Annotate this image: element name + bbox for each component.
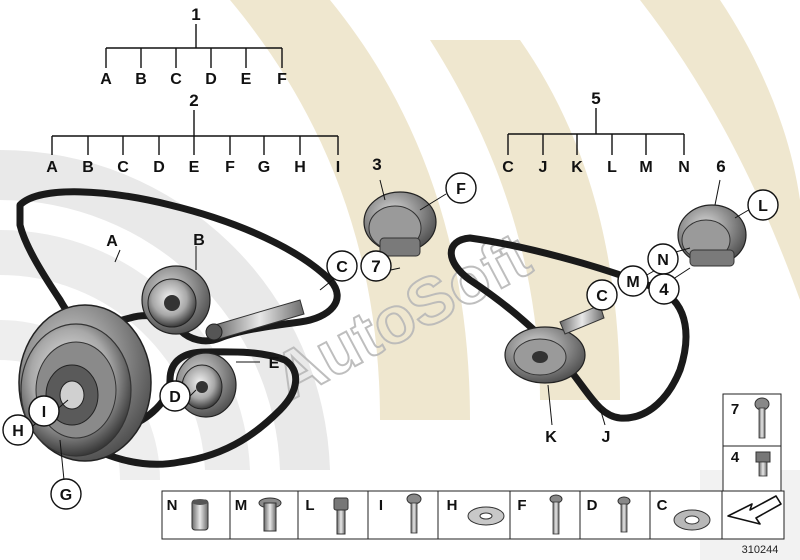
tree-2-letter: C	[117, 159, 129, 176]
washer-part-c	[673, 509, 711, 531]
callout-f-text: F	[456, 181, 466, 198]
idler-pulley	[175, 352, 237, 418]
label-k: K	[545, 429, 557, 446]
bolt-part-f	[549, 494, 563, 535]
tree-2-letter: G	[258, 159, 270, 176]
side-part-label: 4	[731, 449, 740, 466]
short-drive-belt	[76, 348, 300, 468]
tree-1	[105, 24, 283, 68]
tree-2-letter: B	[82, 159, 94, 176]
label-3: 3	[372, 155, 381, 174]
callout-4-text: 4	[659, 280, 669, 299]
callout-m	[617, 265, 649, 297]
tree-1-letter: F	[277, 71, 287, 88]
label-6: 6	[716, 157, 725, 176]
tensioner-unit-6	[677, 204, 747, 267]
callout-c	[326, 250, 358, 282]
tree-1-letter: D	[205, 71, 217, 88]
navigation-arrow-cell[interactable]	[721, 490, 785, 540]
callout-7-text: 7	[371, 257, 380, 276]
washer-part-h	[467, 506, 505, 526]
bottom-part-label: D	[587, 497, 598, 514]
bottom-part-label: F	[517, 497, 526, 514]
callout-c-right-text: C	[596, 288, 608, 305]
label-b: B	[193, 232, 205, 249]
callout-d	[159, 380, 191, 412]
callout-c-right	[586, 279, 618, 311]
tree-5-letter: N	[678, 159, 690, 176]
label-e: E	[269, 355, 280, 372]
tree-5-letter: M	[639, 159, 652, 176]
tree-2-letter: H	[294, 159, 306, 176]
bottom-part-label: N	[167, 497, 178, 514]
callout-l	[747, 189, 779, 221]
callout-d-text: D	[169, 389, 181, 406]
shaft-bolt	[205, 299, 305, 341]
label-a: A	[106, 233, 118, 250]
callout-g-text: G	[60, 487, 72, 504]
callout-i-text: I	[42, 404, 46, 421]
screw-part-i	[406, 493, 422, 534]
tree-5-letter: J	[539, 159, 548, 176]
bottom-part-label: H	[447, 497, 458, 514]
tree-5	[507, 108, 685, 155]
bottom-part-label: I	[379, 497, 383, 514]
tree-5-number: 5	[591, 89, 600, 108]
tree-1-number: 1	[191, 5, 200, 24]
tensioner-unit-3	[363, 191, 437, 257]
tree-2-letter: D	[153, 159, 165, 176]
callout-c-text: C	[336, 259, 348, 276]
label-j: J	[602, 429, 611, 446]
reference-number: 310244	[742, 544, 779, 556]
tree-2-letter: I	[336, 159, 340, 176]
callout-7	[360, 250, 392, 282]
callout-n-text: N	[657, 252, 669, 269]
tree-5-letter: C	[502, 159, 514, 176]
crankshaft-pulley	[18, 304, 152, 462]
tree-1-letter: E	[241, 71, 252, 88]
side-part-label: 7	[731, 401, 739, 418]
bottom-part-label: C	[657, 497, 668, 514]
tree-2	[51, 110, 339, 155]
arrow-icon[interactable]	[727, 495, 782, 525]
socket-bolt-part-l	[333, 497, 349, 535]
callout-f	[445, 172, 477, 204]
tree-5-letter: L	[607, 159, 617, 176]
bolt-part-d	[617, 496, 631, 533]
callout-m-text: M	[626, 274, 639, 291]
belt-tensioner	[504, 304, 605, 384]
callout-h-text: H	[12, 423, 24, 440]
tensioner-pulley	[141, 265, 211, 335]
bolt-part-4	[755, 451, 771, 477]
tree-2-letter: A	[46, 159, 58, 176]
tree-1-letter: A	[100, 71, 112, 88]
bottom-part-label: M	[235, 497, 248, 514]
callout-g	[50, 478, 82, 510]
bushing-part-m	[258, 497, 282, 532]
side-parts-table	[722, 393, 782, 493]
tree-5-letter: K	[571, 159, 583, 176]
tree-2-letter: E	[189, 159, 200, 176]
callout-4	[648, 273, 680, 305]
tree-2-letter: F	[225, 159, 235, 176]
tree-2-number: 2	[189, 91, 198, 110]
callout-l-text: L	[758, 198, 768, 215]
screw-part-7	[754, 397, 770, 439]
tree-1-letter: B	[135, 71, 147, 88]
sleeve-part-n	[191, 499, 209, 531]
tree-1-letter: C	[170, 71, 182, 88]
bottom-part-label: L	[305, 497, 314, 514]
callout-i	[28, 395, 60, 427]
callout-h	[2, 414, 34, 446]
